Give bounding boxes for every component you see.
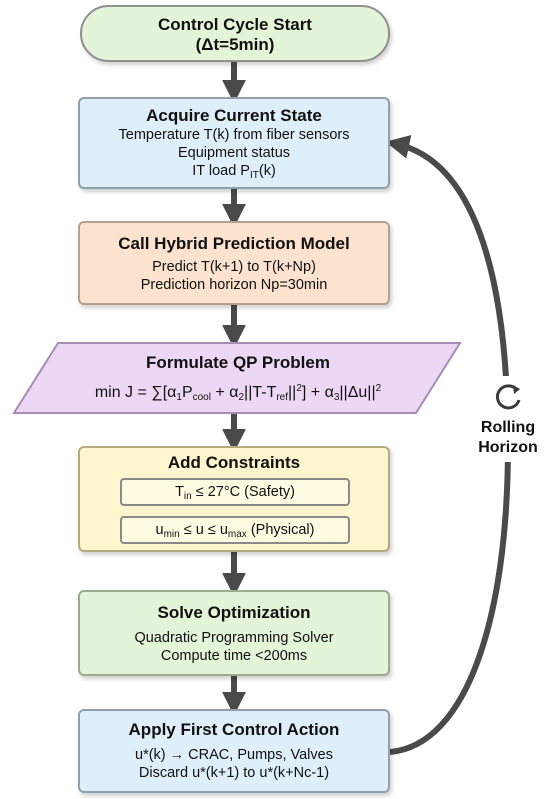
add-constraints-node: Add Constraints Tin ≤ 27°C (Safety) umin… [78,446,390,552]
acquire-line-it-load: IT load PIT(k) [192,163,276,181]
qp-title: Formulate QP Problem [146,353,330,372]
solve-line-compute-time: Compute time <200ms [160,648,308,664]
acquire-title: Acquire Current State [146,106,322,125]
solve-line-solver: Quadratic Programming Solver [134,630,334,646]
rolling-label-line1: Rolling [480,419,536,436]
prediction-model-node: Call Hybrid Prediction Model Predict T(k… [78,221,390,305]
formulate-qp-node: Formulate QP Problem min J = ∑[α1Pcool +… [18,342,458,414]
start-interval: (Δt=5min) [195,35,275,54]
predict-title: Call Hybrid Prediction Model [118,234,350,253]
rolling-horizon-label: Rolling Horizon [468,376,548,462]
solve-title: Solve Optimization [157,603,311,622]
control-cycle-start-node: Control Cycle Start (Δt=5min) [80,5,390,62]
predict-line-range: Predict T(k+1) to T(k+Np) [152,259,316,275]
apply-line-discard: Discard u*(k+1) to u*(k+Nc-1) [138,765,330,781]
qp-objective-formula: min J = ∑[α1Pcool + α2||T-Tref||2] + α3|… [94,383,382,403]
apply-line-actuators: u*(k) → CRAC, Pumps, Valves [135,747,333,763]
acquire-line-temperature: Temperature T(k) from fiber sensors [118,127,350,143]
constraints-title: Add Constraints [167,453,301,472]
apply-title: Apply First Control Action [128,720,340,739]
apply-control-action-node: Apply First Control Action u*(k) → CRAC,… [78,709,390,793]
acquire-line-equipment: Equipment status [177,145,291,161]
refresh-cycle-icon [495,384,521,410]
physical-constraint-box: umin ≤ u ≤ umax (Physical) [120,516,350,544]
safety-constraint-box: Tin ≤ 27°C (Safety) [120,478,350,506]
rolling-label-line2: Horizon [478,439,538,456]
solve-optimization-node: Solve Optimization Quadratic Programming… [78,590,390,676]
start-title: Control Cycle Start [158,15,312,34]
predict-line-horizon: Prediction horizon Np=30min [140,277,328,293]
acquire-state-node: Acquire Current State Temperature T(k) f… [78,97,390,189]
